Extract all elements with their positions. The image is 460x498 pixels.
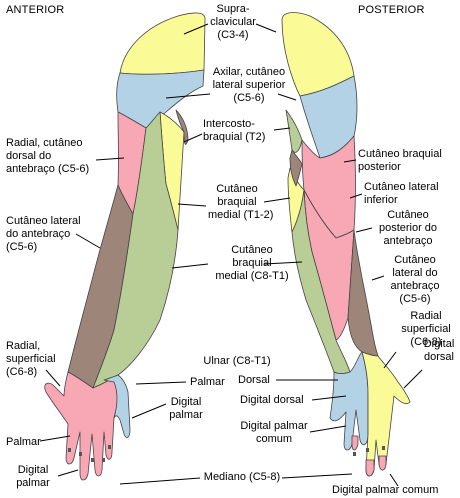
posterior-arm — [281, 12, 411, 477]
anterior-header: ANTERIOR — [6, 4, 65, 16]
posterior-header: POSTERIOR — [358, 4, 425, 16]
leader-lines — [39, 23, 423, 487]
anterior-axillary-region — [116, 69, 205, 129]
leader-cut-lat-antebraco-ant — [75, 233, 101, 249]
label-digital-dorsal-mid: Digital dorsal — [240, 394, 304, 406]
anterior-finger-marks — [68, 445, 111, 462]
leader-radial-sup-ant — [45, 369, 61, 387]
leader-digital-palmar-left — [57, 469, 79, 477]
leader-cut-braq-post — [343, 159, 357, 163]
leader-cut-braq-med-c8t1-posterior — [263, 261, 303, 265]
leader-radial-dorsal — [95, 157, 125, 161]
label-radial-dorsal: Radial, cutâneo dorsal do antebraço (C5-… — [6, 137, 90, 175]
leader-cut-lat-antebraco-post — [371, 275, 385, 281]
label-palmar-mid: Palmar — [190, 376, 225, 388]
label-cutaneo-braquial-posterior: Cutâneo braquial posterior — [358, 148, 442, 173]
posterior-intercostobrachial-brown — [289, 149, 303, 187]
label-digital-palmar-left: Digital palmar — [16, 464, 50, 489]
leader-cut-braq-med-anterior — [177, 203, 207, 207]
label-axilar: Axilar, cutâneo lateral superior (C5-6) — [212, 66, 286, 104]
leader-palmar-mid — [135, 381, 187, 385]
label-cutaneo-lateral-antebraco-posterior: Cutâneo lateral do antebraço (C5-6) — [390, 254, 440, 305]
label-cutaneo-lateral-inferior: Cutâneo lateral inferior — [364, 181, 439, 206]
label-radial-superficial-posterior: Radial superficial (C6-8) — [401, 310, 451, 348]
leader-intercosto-posterior — [273, 127, 291, 131]
leader-axilar-anterior — [165, 93, 211, 99]
label-ulnar: Ulnar (C8-T1) — [203, 355, 271, 367]
leader-axilar-posterior — [277, 93, 297, 101]
leader-radial-sup-post — [383, 351, 397, 369]
leader-digital-palmar-mid — [131, 403, 167, 419]
posterior-fingertips — [351, 435, 387, 477]
posterior-finger-marks — [353, 446, 385, 456]
label-supraclavicular: Supra- clavicular (C3-4) — [210, 3, 256, 41]
leader-cut-braq-med-c8t1-anterior — [171, 263, 209, 269]
leader-cut-lat-inf — [349, 193, 363, 199]
leader-supraclavicular-anterior — [183, 23, 209, 35]
label-intercostobraquial: Intercosto- braquial (T2) — [203, 118, 266, 143]
label-digital-palmar-comum-mid: Digital palmar comum — [240, 420, 308, 445]
anterior-supraclavicular-region — [119, 12, 206, 75]
leader-intercosto-anterior — [183, 133, 203, 143]
posterior-lateral-forearm-region — [347, 229, 379, 357]
label-digital-palmar-comum-bottom: Digital palmar comum — [332, 484, 439, 496]
leader-cut-post-antebraco — [355, 227, 373, 233]
leader-digital-palmar-comum-bottom — [389, 473, 399, 487]
leader-mediano-left — [119, 477, 201, 485]
label-digital-palmar-mid: Digital palmar — [169, 396, 203, 421]
posterior-intercostobrachial-region — [285, 109, 303, 153]
label-cutaneo-lateral-antebraco-anterior: Cutâneo lateral do antebraço (C5-6) — [6, 215, 81, 253]
leader-digital-dorsal-mid — [311, 395, 347, 401]
leader-mediano-right — [281, 473, 353, 479]
anterior-intercostobrachial-region — [175, 109, 189, 145]
anterior-arm — [44, 12, 206, 481]
label-cutaneo-braquial-medial-t12: Cutâneo braquial medial (T1-2) — [208, 183, 274, 221]
leader-palmar-left — [39, 435, 71, 442]
label-cutaneo-posterior-antebraco: Cutâneo posterior do antebraço — [378, 209, 438, 247]
label-digital-dorsal-right: Digital dorsal — [423, 338, 455, 363]
label-mediano: Mediano (C5-8) — [203, 471, 281, 483]
posterior-medial-forearm-region — [291, 189, 351, 374]
leader-cut-braq-med-posterior — [263, 197, 291, 203]
anterior-medial-forearm-region — [92, 111, 179, 389]
label-radial-superficial-anterior: Radial, superficial (C6-8) — [6, 340, 56, 378]
leader-digital-palmar-comum-mid — [309, 425, 347, 433]
leader-supraclavicular-posterior — [255, 23, 277, 33]
leader-digital-dorsal-right — [403, 369, 423, 389]
label-cutaneo-braquial-medial-c8t1: Cutâneo braquial medial (C8-T1) — [215, 244, 289, 282]
label-palmar-left: Palmar — [6, 436, 41, 448]
anterior-hand-ulnar-region — [103, 374, 131, 438]
posterior-hand-ulnar-region — [329, 351, 369, 451]
label-dorsal-mid: Dorsal — [238, 374, 270, 386]
